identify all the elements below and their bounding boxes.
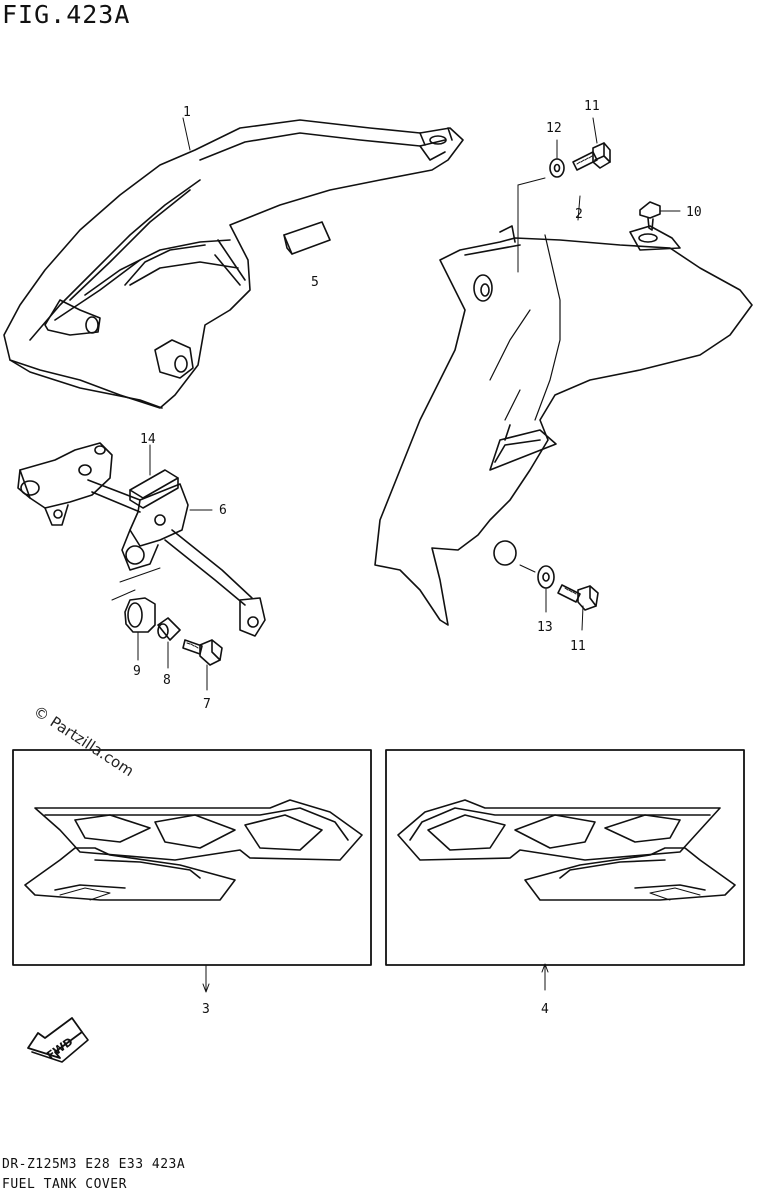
part-5-pad xyxy=(283,221,331,255)
part-11-bolt-bottom xyxy=(557,584,599,631)
callout-14: 14 xyxy=(140,432,156,447)
part-12-washer-top xyxy=(549,139,565,178)
part-11-bolt-top xyxy=(572,117,611,171)
figure-title: FIG.423A xyxy=(2,0,131,29)
callout-9: 9 xyxy=(133,664,141,679)
model-line: DR-Z125M3 E28 E33 423A xyxy=(2,1157,186,1172)
callout-4: 4 xyxy=(541,1002,549,1017)
part-2-right-tank-cover xyxy=(374,177,753,626)
callout-7: 7 xyxy=(203,697,211,712)
callout-6: 6 xyxy=(219,503,227,518)
callout-13: 13 xyxy=(537,620,553,635)
part-6-bracket xyxy=(17,442,266,637)
fwd-arrow-icon xyxy=(27,1017,89,1063)
part-4-decal-box xyxy=(385,749,745,991)
part-1-left-tank-cover xyxy=(3,117,464,409)
part-7-bolt xyxy=(182,639,223,691)
callout-10: 10 xyxy=(686,205,702,220)
section-line: FUEL TANK COVER xyxy=(2,1177,127,1192)
callout-2: 2 xyxy=(575,207,583,222)
part-3-decal-box xyxy=(12,749,372,993)
part-13-washer-bottom xyxy=(519,564,555,613)
callout-12: 12 xyxy=(546,121,562,136)
callout-11-top: 11 xyxy=(584,99,600,114)
part-9-grommet xyxy=(111,567,161,661)
callout-5: 5 xyxy=(311,275,319,290)
part-8-collar xyxy=(157,617,181,669)
callout-1: 1 xyxy=(183,105,191,120)
callout-3: 3 xyxy=(202,1002,210,1017)
part-10-clip xyxy=(639,201,681,231)
callout-11-bottom: 11 xyxy=(570,639,586,654)
callout-8: 8 xyxy=(163,673,171,688)
